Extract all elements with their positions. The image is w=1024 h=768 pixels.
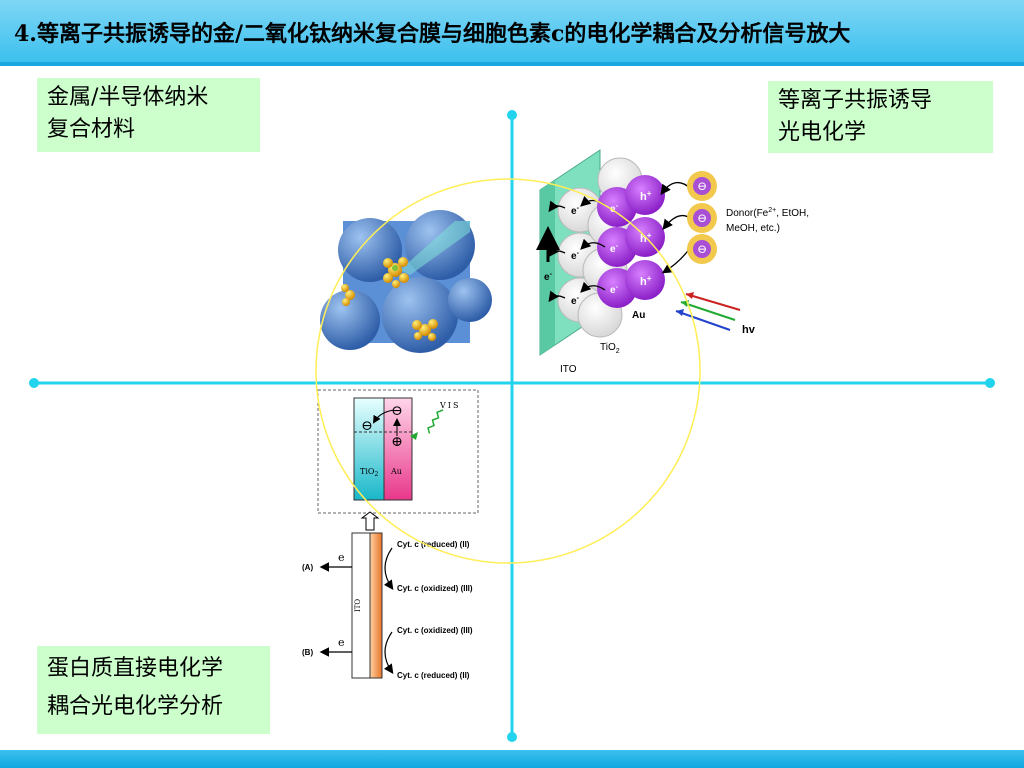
donor-label-line2: MeOH, etc.): [726, 223, 780, 234]
label-a: (A): [302, 563, 313, 572]
svg-text:e-: e-: [571, 205, 580, 217]
axis-end-top: [507, 110, 517, 120]
up-arrow: [360, 511, 380, 531]
electron-flow-label: e-: [544, 271, 553, 283]
electron-symbol-au: ⊖: [391, 403, 403, 419]
gold-cluster: [383, 257, 409, 288]
hv-label: hv: [742, 324, 756, 336]
au-particles: [597, 175, 665, 308]
donor-minus: ⊖: [697, 179, 707, 193]
energy-figure: ⊖ ⊖ ⊕ VIS TiO2 Au: [317, 389, 479, 531]
axis-end-bottom: [507, 732, 517, 742]
label-top-left: 金属/半导体纳米 复合材料: [37, 78, 260, 152]
svg-text:e-: e-: [610, 243, 619, 255]
au-label: Au: [632, 310, 645, 321]
ito-vertical-label: ITO: [354, 599, 362, 612]
cyt-oxidized-b: Cyt. c (oxidized) (III): [397, 626, 473, 635]
ito-label: ITO: [560, 364, 577, 375]
label-bottom-left-line1: 蛋白质直接电化学: [47, 656, 224, 681]
electron-symbol: ⊖: [361, 418, 373, 434]
slide-title: 4.等离子共振诱导的金/二氧化钛纳米复合膜与细胞色素c的电化学耦合及分析信号放大: [14, 21, 851, 47]
gold-cluster: [341, 284, 355, 306]
hole-labels: h+ h+ h+: [640, 189, 652, 288]
au-band-label: Au: [390, 467, 402, 476]
label-b: (B): [302, 648, 313, 657]
svg-text:e-: e-: [610, 284, 619, 296]
label-top-left-line1: 金属/半导体纳米: [47, 85, 209, 110]
bottom-bar: [0, 750, 1024, 768]
label-top-right: 等离子共振诱导 光电化学: [768, 81, 993, 153]
tio2-label: TiO2: [600, 342, 620, 355]
donor-minus: ⊖: [697, 211, 707, 225]
svg-text:e-: e-: [571, 250, 580, 262]
label-bottom-left: 蛋白质直接电化学 耦合光电化学分析: [37, 646, 270, 734]
e-label-a: e: [338, 551, 345, 564]
cyt-reduced-a: Cyt. c (reduced) (II): [397, 540, 470, 549]
nanocomposite-image: [320, 210, 492, 353]
donor-label: Donor(Fe2+, EtOH,: [726, 207, 809, 219]
gold-cluster: [412, 319, 438, 341]
electrode-figure: ITO e e (A) (B) Cyt. c (reduced) (II) Cy…: [302, 532, 473, 680]
axis-end-right: [985, 378, 995, 388]
label-top-right-line1: 等离子共振诱导: [778, 88, 933, 113]
e-label-b: e: [338, 636, 345, 649]
axis-end-left: [29, 378, 39, 388]
tio2-band-label: TiO2: [360, 467, 378, 478]
label-top-right-line2: 光电化学: [778, 120, 867, 145]
title-bar: 4.等离子共振诱导的金/二氧化钛纳米复合膜与细胞色素c的电化学耦合及分析信号放大: [0, 0, 1024, 66]
donor-molecules: ⊖ ⊖ ⊖: [687, 171, 717, 264]
highlight-circle: [315, 178, 701, 564]
svg-text:h+: h+: [640, 231, 652, 245]
cyt-reduced-b: Cyt. c (reduced) (II): [397, 671, 470, 680]
svg-text:h+: h+: [640, 274, 652, 288]
svg-text:h+: h+: [640, 189, 652, 203]
donor-minus: ⊖: [697, 242, 707, 256]
hole-symbol: ⊕: [391, 434, 403, 450]
label-top-left-line2: 复合材料: [47, 117, 136, 142]
vis-label: VIS: [439, 401, 460, 410]
cyt-oxidized-a: Cyt. c (oxidized) (III): [397, 584, 473, 593]
label-bottom-left-line2: 耦合光电化学分析: [47, 694, 224, 719]
mechanism-figure: h+ h+ h+ e- e- e- e- e- e- e-: [536, 149, 809, 375]
svg-text:e-: e-: [571, 295, 580, 307]
